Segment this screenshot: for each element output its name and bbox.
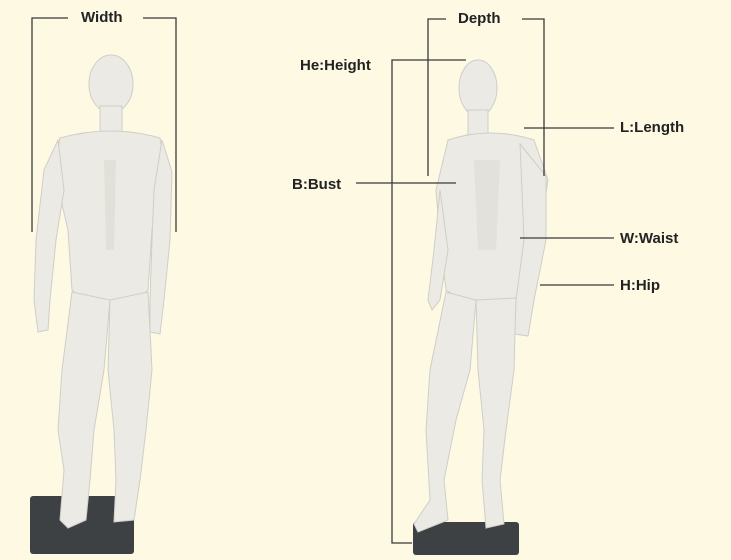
front-left-leg	[58, 292, 110, 528]
hip-label: H:Hip	[620, 277, 660, 295]
side-mannequin	[413, 60, 548, 555]
height-label: He:Height	[300, 57, 371, 75]
bust-label: B:Bust	[292, 176, 341, 194]
side-torso-shading	[474, 160, 500, 250]
front-head	[89, 55, 133, 113]
side-head	[459, 60, 497, 116]
front-right-leg	[108, 292, 152, 522]
length-label: L:Length	[620, 119, 684, 137]
waist-label: W:Waist	[620, 230, 678, 248]
front-mannequin	[30, 55, 172, 554]
depth-bracket-left	[428, 19, 446, 176]
front-left-arm	[34, 140, 64, 332]
depth-label: Depth	[458, 10, 501, 28]
side-neck	[468, 110, 488, 136]
width-label: Width	[81, 9, 123, 27]
front-neck	[100, 106, 122, 134]
front-torso-shading	[104, 160, 116, 250]
side-back-leg	[414, 292, 476, 532]
side-front-leg	[476, 298, 516, 528]
